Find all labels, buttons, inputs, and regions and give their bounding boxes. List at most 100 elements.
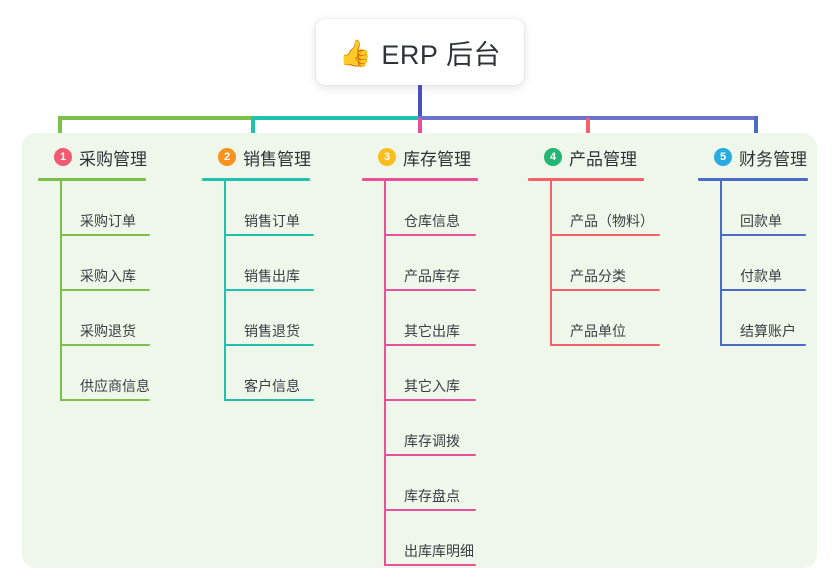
branch-item-label: 销售出库 [244, 268, 300, 284]
branch-spine [720, 181, 722, 346]
branch-item[interactable]: 产品（物料） [550, 181, 660, 236]
branch-item-underline [550, 234, 660, 236]
branch-item-label: 结算账户 [740, 323, 796, 339]
branch-item-label: 库存盘点 [404, 488, 460, 504]
branch-underline [528, 178, 644, 181]
branch-item-underline [384, 399, 476, 401]
branch-item-underline [720, 289, 806, 291]
branch-title: 采购管理 [79, 149, 147, 169]
branch-number-badge: 2 [218, 148, 236, 166]
branch-item[interactable]: 产品单位 [550, 291, 660, 346]
branch-item-underline [60, 344, 150, 346]
thumbs-up-icon: 👍 [339, 38, 372, 68]
branch-title: 财务管理 [739, 149, 807, 169]
branch-title: 销售管理 [243, 149, 311, 169]
branch-header-1[interactable]: 1 采购管理 [38, 145, 150, 169]
branch-item-label: 采购订单 [80, 213, 136, 229]
branch-item[interactable]: 客户信息 [224, 346, 314, 401]
branch-item-underline [384, 454, 476, 456]
branch-item-underline [60, 289, 150, 291]
branch-underline [362, 178, 478, 181]
branch-item[interactable]: 结算账户 [720, 291, 808, 346]
branch-item-underline [224, 234, 314, 236]
branch-column-1: 1 采购管理采购订单采购入库采购退货供应商信息 [38, 145, 150, 401]
branch-header-2[interactable]: 2 销售管理 [202, 145, 311, 169]
branch-item-label: 其它出库 [404, 323, 460, 339]
branch-item-label: 产品分类 [570, 268, 626, 284]
branch-number-badge: 1 [54, 148, 72, 166]
branch-item-underline [224, 289, 314, 291]
branch-item-list: 销售订单销售出库销售退货客户信息 [202, 181, 314, 401]
branch-item[interactable]: 销售订单 [224, 181, 314, 236]
branch-item[interactable]: 回款单 [720, 181, 808, 236]
branch-item-list: 产品（物料） 产品分类产品单位 [528, 181, 660, 346]
branch-underline [38, 178, 146, 181]
branch-item-label: 回款单 [740, 213, 782, 229]
branch-item-underline [384, 564, 476, 566]
branch-item-label: 付款单 [740, 268, 782, 284]
branch-item-label: 产品单位 [570, 323, 626, 339]
branch-item[interactable]: 销售退货 [224, 291, 314, 346]
branch-item[interactable]: 其它出库 [384, 291, 478, 346]
branch-spine [224, 181, 226, 401]
branch-item-label: 销售退货 [244, 323, 300, 339]
branch-number-badge: 3 [378, 148, 396, 166]
branch-number-badge: 5 [714, 148, 732, 166]
branch-header-4[interactable]: 4 产品管理 [528, 145, 654, 169]
branch-item[interactable]: 供应商信息 [60, 346, 150, 401]
branch-item-underline [550, 289, 660, 291]
root-title: ERP 后台 [381, 39, 501, 70]
root-node[interactable]: 👍 ERP 后台 [316, 19, 524, 85]
branch-item-underline [384, 509, 476, 511]
branch-item-underline [384, 234, 476, 236]
branch-item-underline [384, 344, 476, 346]
branch-item-label: 出库库明细 [404, 543, 474, 559]
branch-item-underline [720, 234, 806, 236]
branch-title: 库存管理 [403, 149, 471, 169]
branch-item[interactable]: 其它入库 [384, 346, 478, 401]
branch-item-label: 仓库信息 [404, 213, 460, 229]
branch-item-label: 供应商信息 [80, 378, 150, 394]
branch-number-badge: 4 [544, 148, 562, 166]
branch-item[interactable]: 库存盘点 [384, 456, 478, 511]
branch-item-underline [224, 344, 314, 346]
branch-item[interactable]: 产品分类 [550, 236, 660, 291]
branch-item-underline [224, 399, 314, 401]
branch-item-label: 产品（物料） [570, 213, 654, 229]
branch-title: 产品管理 [569, 149, 637, 169]
branch-item-underline [384, 289, 476, 291]
branch-column-2: 2 销售管理销售订单销售出库销售退货客户信息 [202, 145, 314, 401]
branch-item-underline [60, 234, 150, 236]
branch-item-label: 采购退货 [80, 323, 136, 339]
branch-header-3[interactable]: 3 库存管理 [362, 145, 478, 169]
branch-item[interactable]: 采购订单 [60, 181, 150, 236]
branch-item[interactable]: 产品库存 [384, 236, 478, 291]
root-node-content: 👍 ERP 后台 [339, 33, 501, 72]
branch-item[interactable]: 采购退货 [60, 291, 150, 346]
branch-item-underline [720, 344, 806, 346]
branch-underline [698, 178, 808, 181]
branch-item-label: 客户信息 [244, 378, 300, 394]
branch-column-4: 4 产品管理产品（物料） 产品分类产品单位 [528, 145, 660, 346]
branch-item-label: 库存调拨 [404, 433, 460, 449]
branch-underline [202, 178, 310, 181]
branch-item[interactable]: 付款单 [720, 236, 808, 291]
branch-item[interactable]: 采购入库 [60, 236, 150, 291]
branch-item-list: 仓库信息产品库存其它出库其它入库库存调拨库存盘点出库库明细 [362, 181, 478, 566]
branch-spine [60, 181, 62, 401]
branch-item[interactable]: 销售出库 [224, 236, 314, 291]
branch-item-underline [550, 344, 660, 346]
branch-item[interactable]: 出库库明细 [384, 511, 478, 566]
branch-column-5: 5 财务管理回款单付款单结算账户 [698, 145, 808, 346]
branch-item[interactable]: 仓库信息 [384, 181, 478, 236]
branch-spine [550, 181, 552, 346]
branch-item[interactable]: 库存调拨 [384, 401, 478, 456]
branch-item-list: 回款单付款单结算账户 [698, 181, 808, 346]
branch-column-3: 3 库存管理仓库信息产品库存其它出库其它入库库存调拨库存盘点出库库明细 [362, 145, 478, 566]
branch-item-label: 其它入库 [404, 378, 460, 394]
branch-item-label: 销售订单 [244, 213, 300, 229]
branch-item-list: 采购订单采购入库采购退货供应商信息 [38, 181, 150, 401]
branch-header-5[interactable]: 5 财务管理 [698, 145, 808, 169]
branches-panel [22, 133, 817, 568]
